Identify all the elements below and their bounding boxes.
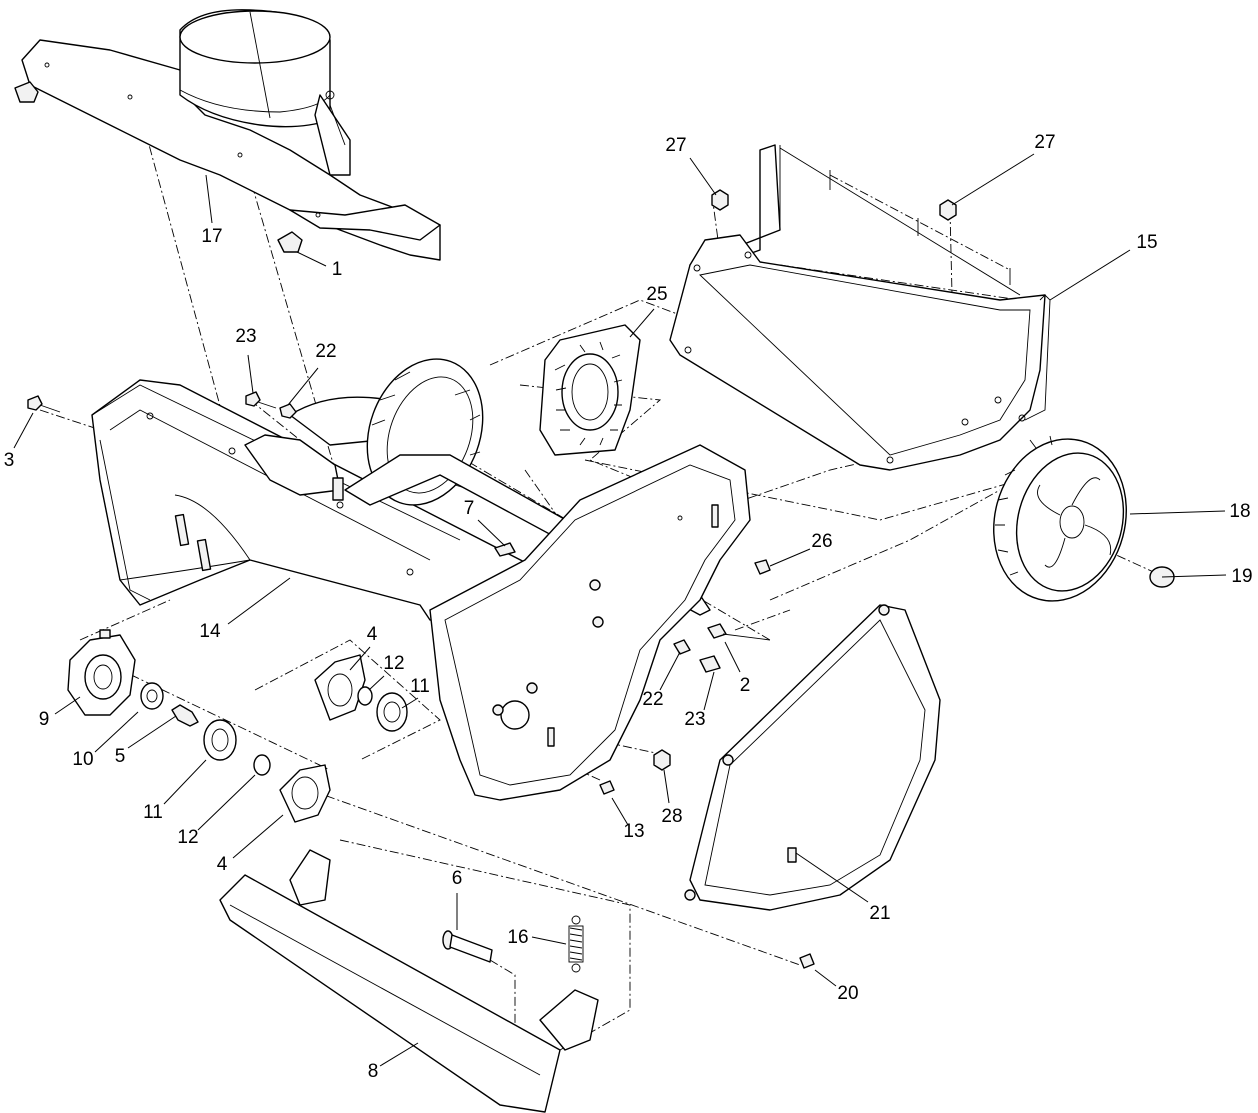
callout-c19: 19	[1231, 566, 1252, 587]
leader-line-c23b	[703, 671, 715, 711]
leader-line-c1	[296, 251, 327, 267]
bearing-flange-left	[67, 629, 136, 716]
leader-line-c26	[769, 548, 811, 567]
callout-c26: 26	[811, 531, 832, 552]
callout-c17: 17	[201, 226, 222, 247]
leader-line-c27b	[951, 153, 1035, 206]
leader-line-c23a	[247, 354, 254, 394]
locknut-22-bottom	[673, 639, 691, 655]
bolt-23-bottom	[699, 655, 721, 673]
callout-c10: 10	[72, 749, 93, 770]
leader-line-c11a	[401, 697, 419, 709]
bolt-13	[599, 780, 615, 795]
wheel	[993, 435, 1127, 602]
dashboard-panel	[669, 144, 1051, 471]
callout-c4a: 4	[367, 624, 378, 645]
leader-line-c17	[205, 174, 213, 224]
callout-c16: 16	[507, 927, 528, 948]
ring-12-left	[253, 754, 271, 776]
shave-plate	[219, 849, 599, 1113]
leader-line-c12a	[368, 675, 385, 691]
bolt-7	[494, 542, 516, 557]
callout-c22b: 22	[642, 689, 663, 710]
leader-line-c14	[227, 577, 291, 625]
spring-16	[568, 915, 584, 973]
leader-line-c13	[611, 797, 629, 826]
callout-c20: 20	[837, 983, 858, 1004]
callout-c8: 8	[368, 1061, 379, 1082]
leader-line-c22b	[659, 651, 681, 691]
callout-c21: 21	[869, 903, 890, 924]
callout-c12b: 12	[177, 827, 198, 848]
belt-cover	[684, 604, 941, 911]
leader-line-c10	[94, 711, 139, 753]
bearing-11-left	[203, 719, 237, 761]
bolt-2	[707, 623, 771, 641]
leader-line-c4a	[349, 646, 371, 671]
leader-line-c12b	[197, 774, 256, 831]
callout-c14: 14	[199, 621, 221, 642]
leader-line-c16	[531, 936, 567, 945]
leader-line-c27a	[689, 157, 717, 196]
callout-c11a: 11	[410, 676, 430, 697]
screw-26	[754, 559, 771, 575]
callout-c28: 28	[661, 806, 682, 827]
callout-c4b: 4	[217, 854, 228, 875]
leader-line-c18	[1129, 510, 1226, 515]
bolt-20	[799, 953, 815, 969]
chute-housing	[14, 9, 441, 261]
callout-c23b: 23	[684, 709, 705, 730]
callout-c3: 3	[4, 450, 15, 471]
leader-line-c5	[127, 715, 177, 749]
flange-nut-27	[711, 189, 957, 221]
callout-c6: 6	[452, 868, 463, 889]
callout-c22a: 22	[315, 341, 336, 362]
bolt-5	[171, 704, 199, 727]
bolt-23-top	[245, 391, 277, 409]
frame-side-plate	[429, 444, 751, 801]
bearing-flange-4-center	[314, 654, 366, 721]
callout-c27a: 27	[665, 135, 686, 156]
callout-c7: 7	[464, 498, 475, 519]
callout-c15: 15	[1136, 232, 1157, 253]
leader-line-c19	[1161, 574, 1227, 578]
leader-line-c2	[724, 641, 741, 673]
bearing-11-center	[376, 692, 408, 732]
callout-c27b: 27	[1034, 132, 1055, 153]
leader-line-c9	[54, 696, 81, 715]
leader-line-c21	[795, 852, 869, 903]
callout-c18: 18	[1229, 501, 1250, 522]
callout-c23a: 23	[235, 326, 256, 347]
bearing-flange-4-left	[279, 764, 331, 823]
callout-c13: 13	[623, 821, 644, 842]
callout-c2: 2	[740, 675, 751, 696]
leader-line-c4b	[232, 814, 284, 859]
washer-10	[140, 682, 164, 710]
callout-c5: 5	[115, 746, 126, 767]
pin-6	[442, 930, 493, 963]
leader-line-c28	[663, 769, 670, 804]
leader-line-c3	[13, 412, 34, 449]
callout-c9: 9	[39, 709, 50, 730]
leader-line-c25	[629, 308, 655, 338]
ring-12-center	[357, 686, 373, 706]
leader-line-c20	[814, 969, 837, 987]
leader-line-c22a	[287, 367, 319, 406]
grommet-plate	[539, 324, 641, 456]
callout-c25: 25	[646, 284, 667, 305]
callout-c12a: 12	[383, 653, 404, 674]
callout-c11b: 11	[143, 802, 163, 823]
callout-c1: 1	[332, 259, 343, 280]
leader-line-c11b	[163, 759, 207, 805]
leader-line-c7	[477, 519, 506, 547]
nut-28	[653, 749, 671, 771]
carriage-bolt-3	[27, 395, 61, 413]
leader-line-c15	[1049, 249, 1131, 301]
leader-line-c8	[379, 1042, 419, 1067]
